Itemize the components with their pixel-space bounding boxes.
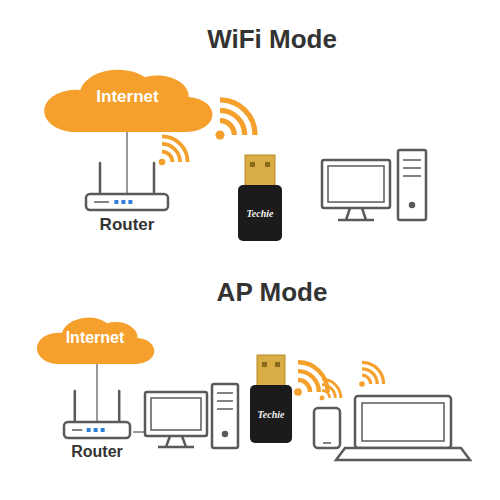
desktop-computer xyxy=(322,150,426,220)
network-link xyxy=(96,364,98,421)
brand-logo: Techie xyxy=(258,409,285,420)
router-outline xyxy=(82,193,172,213)
router-device: Router xyxy=(60,421,134,465)
network-link xyxy=(126,132,128,193)
router-outline xyxy=(60,421,134,441)
wifi-signal xyxy=(215,100,255,140)
cloud-label: Internet xyxy=(96,87,158,107)
network-cable xyxy=(133,431,145,433)
usb-adapter: Techie xyxy=(238,185,282,241)
device-label: Router xyxy=(100,215,155,235)
router-device: Router xyxy=(82,193,172,241)
cloud-shape xyxy=(37,318,154,364)
adapter-body xyxy=(250,385,292,443)
smartphone xyxy=(314,408,340,448)
wifi-signal xyxy=(320,379,341,400)
adapter-body xyxy=(238,185,282,241)
internet-cloud: Internet xyxy=(34,312,156,364)
internet-cloud: Internet xyxy=(40,62,215,132)
brand-logo: Techie xyxy=(247,208,274,219)
cloud-shape xyxy=(44,70,212,132)
laptop xyxy=(336,396,470,460)
wifi-signal xyxy=(159,136,188,165)
wifi-signal xyxy=(359,362,383,386)
mode-heading: WiFi Mode xyxy=(207,24,337,55)
usb-plug xyxy=(245,155,275,186)
device-label: Router xyxy=(71,443,123,461)
usb-adapter: Techie xyxy=(250,385,292,443)
router-icon xyxy=(86,163,168,210)
desktop-computer xyxy=(145,384,238,448)
router-icon xyxy=(64,391,130,438)
mode-heading: AP Mode xyxy=(217,277,328,308)
usb-plug xyxy=(257,355,285,386)
cloud-label: Internet xyxy=(66,329,125,347)
